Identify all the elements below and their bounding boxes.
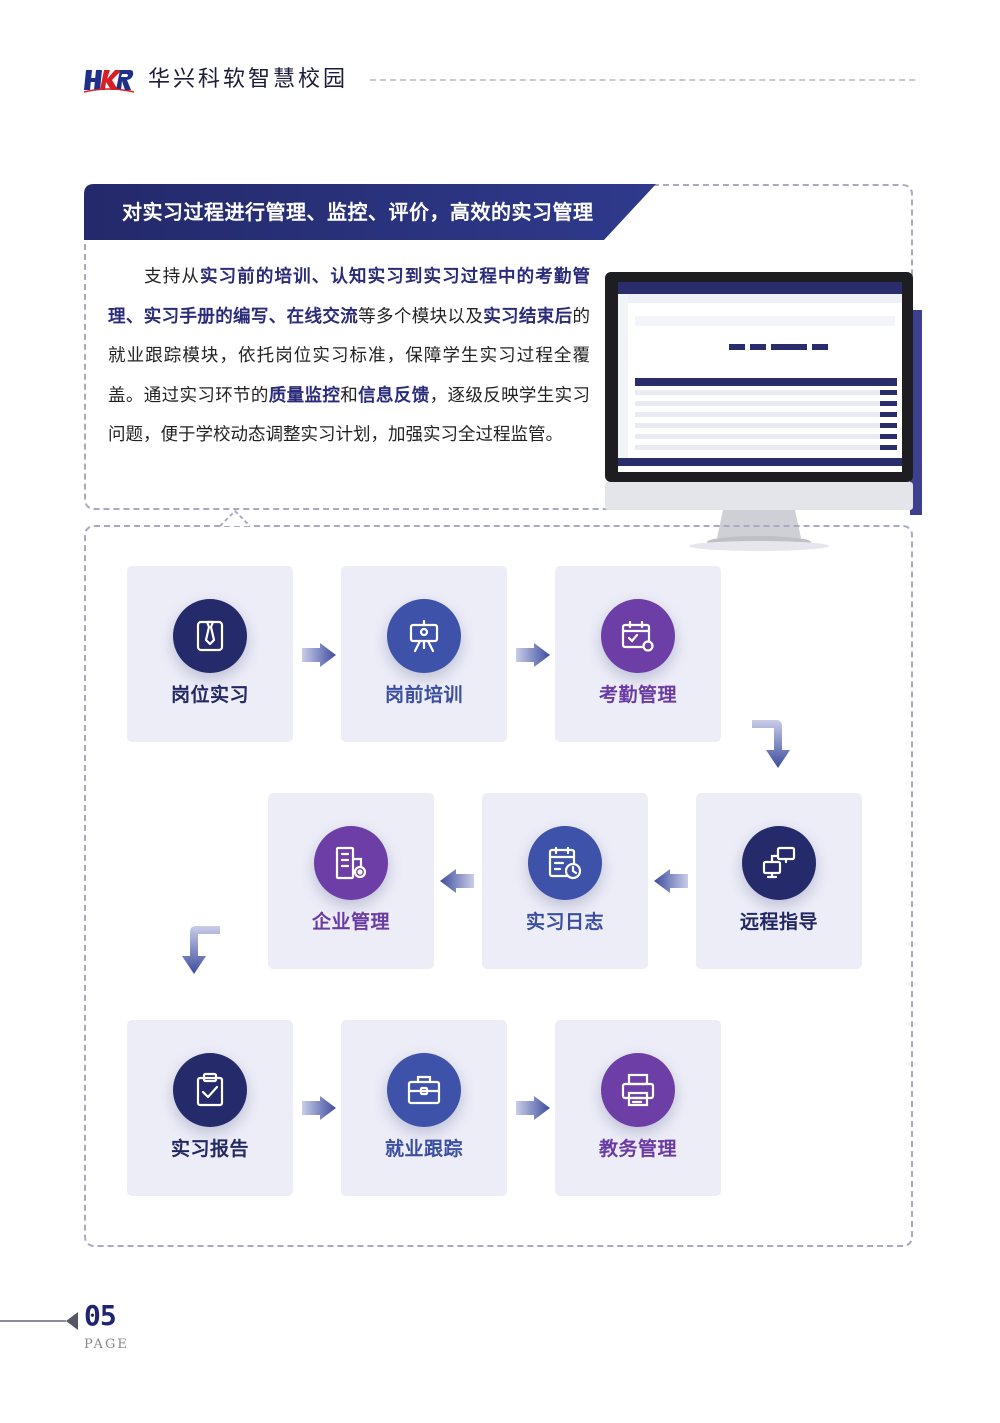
step-label: 实习报告 [170, 1138, 249, 1160]
step-card-attendance: 考勤管理 [555, 566, 721, 742]
clipboard-check-icon [196, 1072, 224, 1107]
step-label: 岗位实习 [170, 684, 249, 706]
header-title: 华兴科软智慧校园 [148, 67, 349, 92]
page-rule [0, 1320, 66, 1322]
page-number: 05 [84, 1299, 117, 1332]
step-label: 远程指导 [739, 911, 818, 933]
header-divider [370, 79, 915, 81]
frame-notch [220, 509, 250, 527]
intro-text-3: 的就业跟踪模块，依托岗位实习标准，保障学生实习过程全覆盖。通过实习环节的 [108, 306, 591, 406]
intro-text-4: 和 [340, 385, 359, 406]
step-card-pre-job-training: 岗前培训 [341, 566, 507, 742]
step-label: 企业管理 [311, 911, 390, 933]
step-label: 岗前培训 [384, 684, 463, 706]
monitor-illustration [605, 272, 922, 551]
step-icon-circle [742, 826, 816, 900]
step-icon-circle [601, 599, 675, 673]
arrow-left-icon [654, 869, 688, 893]
step-card-academic-affairs: 教务管理 [555, 1020, 721, 1196]
intro-highlight-3: 质量监控 [268, 385, 341, 406]
step-icon-circle [528, 826, 602, 900]
step-icon-circle [173, 599, 247, 673]
page-marker-icon [66, 1312, 78, 1330]
turn-down-arrow-icon [182, 926, 220, 974]
hkr-logo [84, 70, 134, 93]
intro-highlight-1: 实习前的培训、认知实习到实习过程中的考勤管理、实习手册的编写、在线交流 [108, 267, 590, 327]
step-card-internship-log: 实习日志 [482, 793, 648, 969]
intro-paragraph: 支持从实习前的培训、认知实习到实习过程中的考勤管理、实习手册的编写、在线交流等多… [108, 258, 590, 456]
step-card-enterprise: 企业管理 [268, 793, 434, 969]
flow-frame [84, 525, 913, 1247]
step-icon-circle [387, 1053, 461, 1127]
building-gear-icon [335, 846, 367, 880]
intro-text-5: ，逐级反映学生实习问题，便于学校动态调整实习计划，加强实习全过程监管。 [108, 385, 591, 446]
printer-icon [621, 1073, 655, 1107]
step-icon-circle [314, 826, 388, 900]
remote-computers-icon [762, 846, 796, 879]
intro-highlight-2: 实习结束后 [483, 306, 573, 327]
step-label: 实习日志 [525, 911, 604, 933]
training-board-icon [409, 619, 439, 653]
arrow-right-icon [302, 1096, 336, 1120]
section-banner [84, 184, 656, 240]
log-clock-icon [548, 846, 582, 880]
briefcase-icon [407, 1075, 441, 1105]
section-title: 对实习过程进行管理、监控、评价，高效的实习管理 [122, 200, 594, 224]
step-card-remote-guidance: 远程指导 [696, 793, 862, 969]
step-card-employment-tracking: 就业跟踪 [341, 1020, 507, 1196]
step-card-report: 实习报告 [127, 1020, 293, 1196]
arrow-right-icon [302, 643, 336, 667]
tie-card-icon [196, 620, 224, 652]
step-label: 就业跟踪 [384, 1138, 463, 1160]
turn-down-arrow-icon [752, 720, 790, 768]
step-card-internship: 岗位实习 [127, 566, 293, 742]
step-icon-circle [601, 1053, 675, 1127]
intro-highlight-4: 信息反馈 [358, 385, 430, 406]
step-label: 考勤管理 [598, 684, 677, 706]
arrow-left-icon [440, 869, 474, 893]
arrow-right-icon [516, 1096, 550, 1120]
intro-text-1: 支持从 [143, 267, 200, 287]
arrow-right-icon [516, 643, 550, 667]
step-icon-circle [173, 1053, 247, 1127]
step-label: 教务管理 [598, 1138, 677, 1160]
calendar-gear-icon [621, 620, 654, 652]
step-icon-circle [387, 599, 461, 673]
intro-text-2: 等多个模块以及 [358, 306, 484, 327]
page-word: PAGE [84, 1337, 129, 1352]
